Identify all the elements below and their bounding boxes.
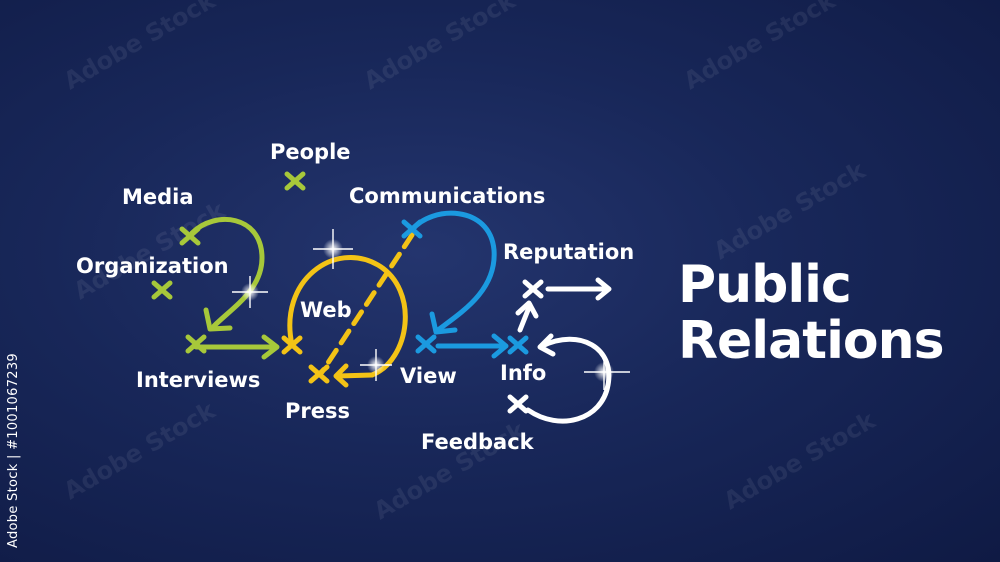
digit-zero-tail (335, 372, 375, 379)
cross-marker-icon (507, 394, 529, 414)
cross-marker-icon (507, 335, 529, 355)
digit-five-bowl (525, 336, 612, 424)
watermark: Adobe Stock (59, 396, 221, 506)
label-view: View (400, 364, 457, 388)
arrow-icon (203, 307, 233, 332)
cross-marker-icon (401, 219, 423, 239)
watermark: Adobe Stock (359, 0, 521, 95)
digit-five (517, 286, 612, 424)
stock-id-text: Adobe Stock | #1001067239 (6, 353, 21, 548)
label-communications: Communications (349, 184, 545, 208)
watermark: Adobe Stock (69, 196, 231, 306)
label-organization: Organization (76, 254, 229, 278)
arrow-icon (515, 300, 539, 319)
title-line-relations: Relations (678, 311, 944, 371)
arrow-icon (429, 311, 458, 335)
digit-two-second (409, 210, 505, 349)
cross-marker-icon (284, 171, 306, 191)
watermark: Adobe Stock (709, 156, 871, 266)
cross-marker-icon (522, 279, 544, 299)
cross-marker-icon (179, 226, 201, 246)
sparkle-icon (313, 229, 353, 269)
digit-two-curve (409, 210, 497, 333)
digit-two-first (189, 217, 275, 350)
sparkle-icon (232, 276, 268, 308)
label-media: Media (122, 185, 194, 209)
label-interviews: Interviews (136, 368, 260, 392)
arrow-icon (333, 363, 349, 388)
cross-marker-icon (281, 335, 303, 355)
arrow-icon (491, 333, 509, 359)
watermark: Adobe Stock (719, 406, 881, 516)
cross-marker-icon (151, 280, 173, 300)
arrow-icon (261, 334, 280, 360)
sparkle-icon (584, 354, 630, 390)
label-reputation: Reputation (503, 240, 634, 264)
digit-five-stem (517, 302, 533, 333)
digit-zero-slash (319, 232, 415, 375)
label-web: Web (300, 298, 352, 322)
label-press: Press (285, 399, 350, 423)
digit-two-curve (189, 217, 265, 329)
title-line-public: Public (678, 255, 851, 315)
cross-marker-icon (308, 364, 330, 384)
watermark: Adobe Stock (59, 0, 221, 95)
cross-marker-icon (415, 334, 437, 354)
digit-zero (287, 232, 415, 379)
watermark: Adobe Stock (679, 0, 841, 95)
digit-zero-arc (287, 254, 408, 378)
label-feedback: Feedback (421, 430, 535, 454)
label-people: People (270, 140, 351, 164)
arrow-icon (537, 333, 556, 357)
cross-marker-icon (185, 334, 207, 354)
label-info: Info (500, 361, 546, 385)
sparkle-icon (360, 349, 392, 381)
arrow-icon (595, 277, 612, 301)
